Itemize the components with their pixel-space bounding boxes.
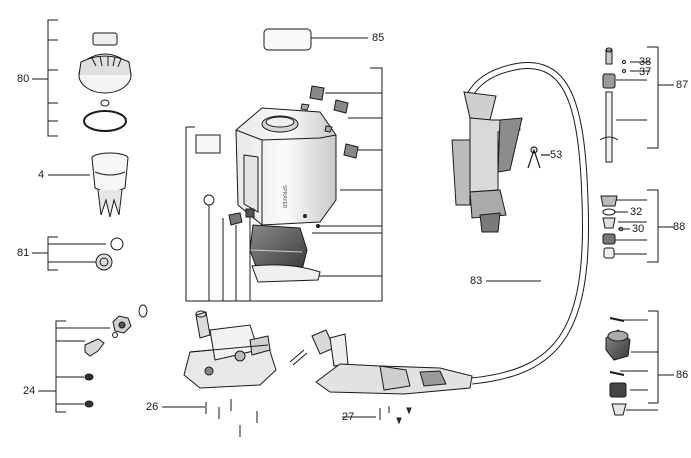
small-oring bbox=[100, 99, 110, 107]
handle-assembly bbox=[289, 329, 473, 425]
callout-27: 27 bbox=[342, 411, 355, 423]
wand-handle bbox=[451, 91, 523, 233]
callout-26: 26 bbox=[146, 401, 159, 413]
part-group-88 bbox=[600, 189, 674, 263]
callout-83: 83 bbox=[470, 275, 483, 287]
part-group-87 bbox=[599, 46, 674, 163]
part-group-4 bbox=[48, 152, 129, 218]
tank-assembly: SPRAYER bbox=[185, 67, 383, 302]
callout-87: 87 bbox=[676, 79, 689, 91]
pump-base-assembly bbox=[162, 310, 277, 437]
callout-80: 80 bbox=[17, 73, 30, 85]
cap-label-plate bbox=[92, 32, 118, 46]
bracket-88 bbox=[647, 189, 659, 263]
svg-text:SPRAYER: SPRAYER bbox=[281, 185, 287, 209]
bracket-87 bbox=[647, 46, 659, 149]
bracket-80 bbox=[47, 19, 58, 137]
bracket-86 bbox=[648, 310, 659, 404]
part-group-86 bbox=[605, 310, 674, 416]
callout-37: 37 bbox=[639, 66, 652, 78]
part-group-80 bbox=[32, 19, 132, 137]
label-85-plate bbox=[263, 28, 312, 51]
callout-24: 24 bbox=[23, 385, 36, 397]
callout-88: 88 bbox=[673, 221, 686, 233]
callout-4: 4 bbox=[38, 169, 45, 181]
fill-cap bbox=[78, 53, 132, 94]
bracket-81 bbox=[47, 236, 58, 271]
callout-38: 38 bbox=[639, 56, 652, 68]
bracket-24 bbox=[55, 320, 66, 413]
callout-86: 86 bbox=[676, 369, 689, 381]
part-group-85 bbox=[263, 28, 368, 51]
callout-32: 32 bbox=[630, 206, 643, 218]
callout-85: 85 bbox=[372, 32, 385, 44]
hose-83 bbox=[466, 62, 590, 385]
part-group-81 bbox=[32, 236, 124, 271]
part-group-24 bbox=[38, 304, 148, 413]
callout-53: 53 bbox=[550, 149, 563, 161]
tank-frame bbox=[185, 67, 383, 302]
callout-30: 30 bbox=[632, 223, 645, 235]
callout-81: 81 bbox=[17, 247, 30, 259]
cap-seal bbox=[83, 110, 127, 132]
part-group-53 bbox=[527, 146, 550, 169]
